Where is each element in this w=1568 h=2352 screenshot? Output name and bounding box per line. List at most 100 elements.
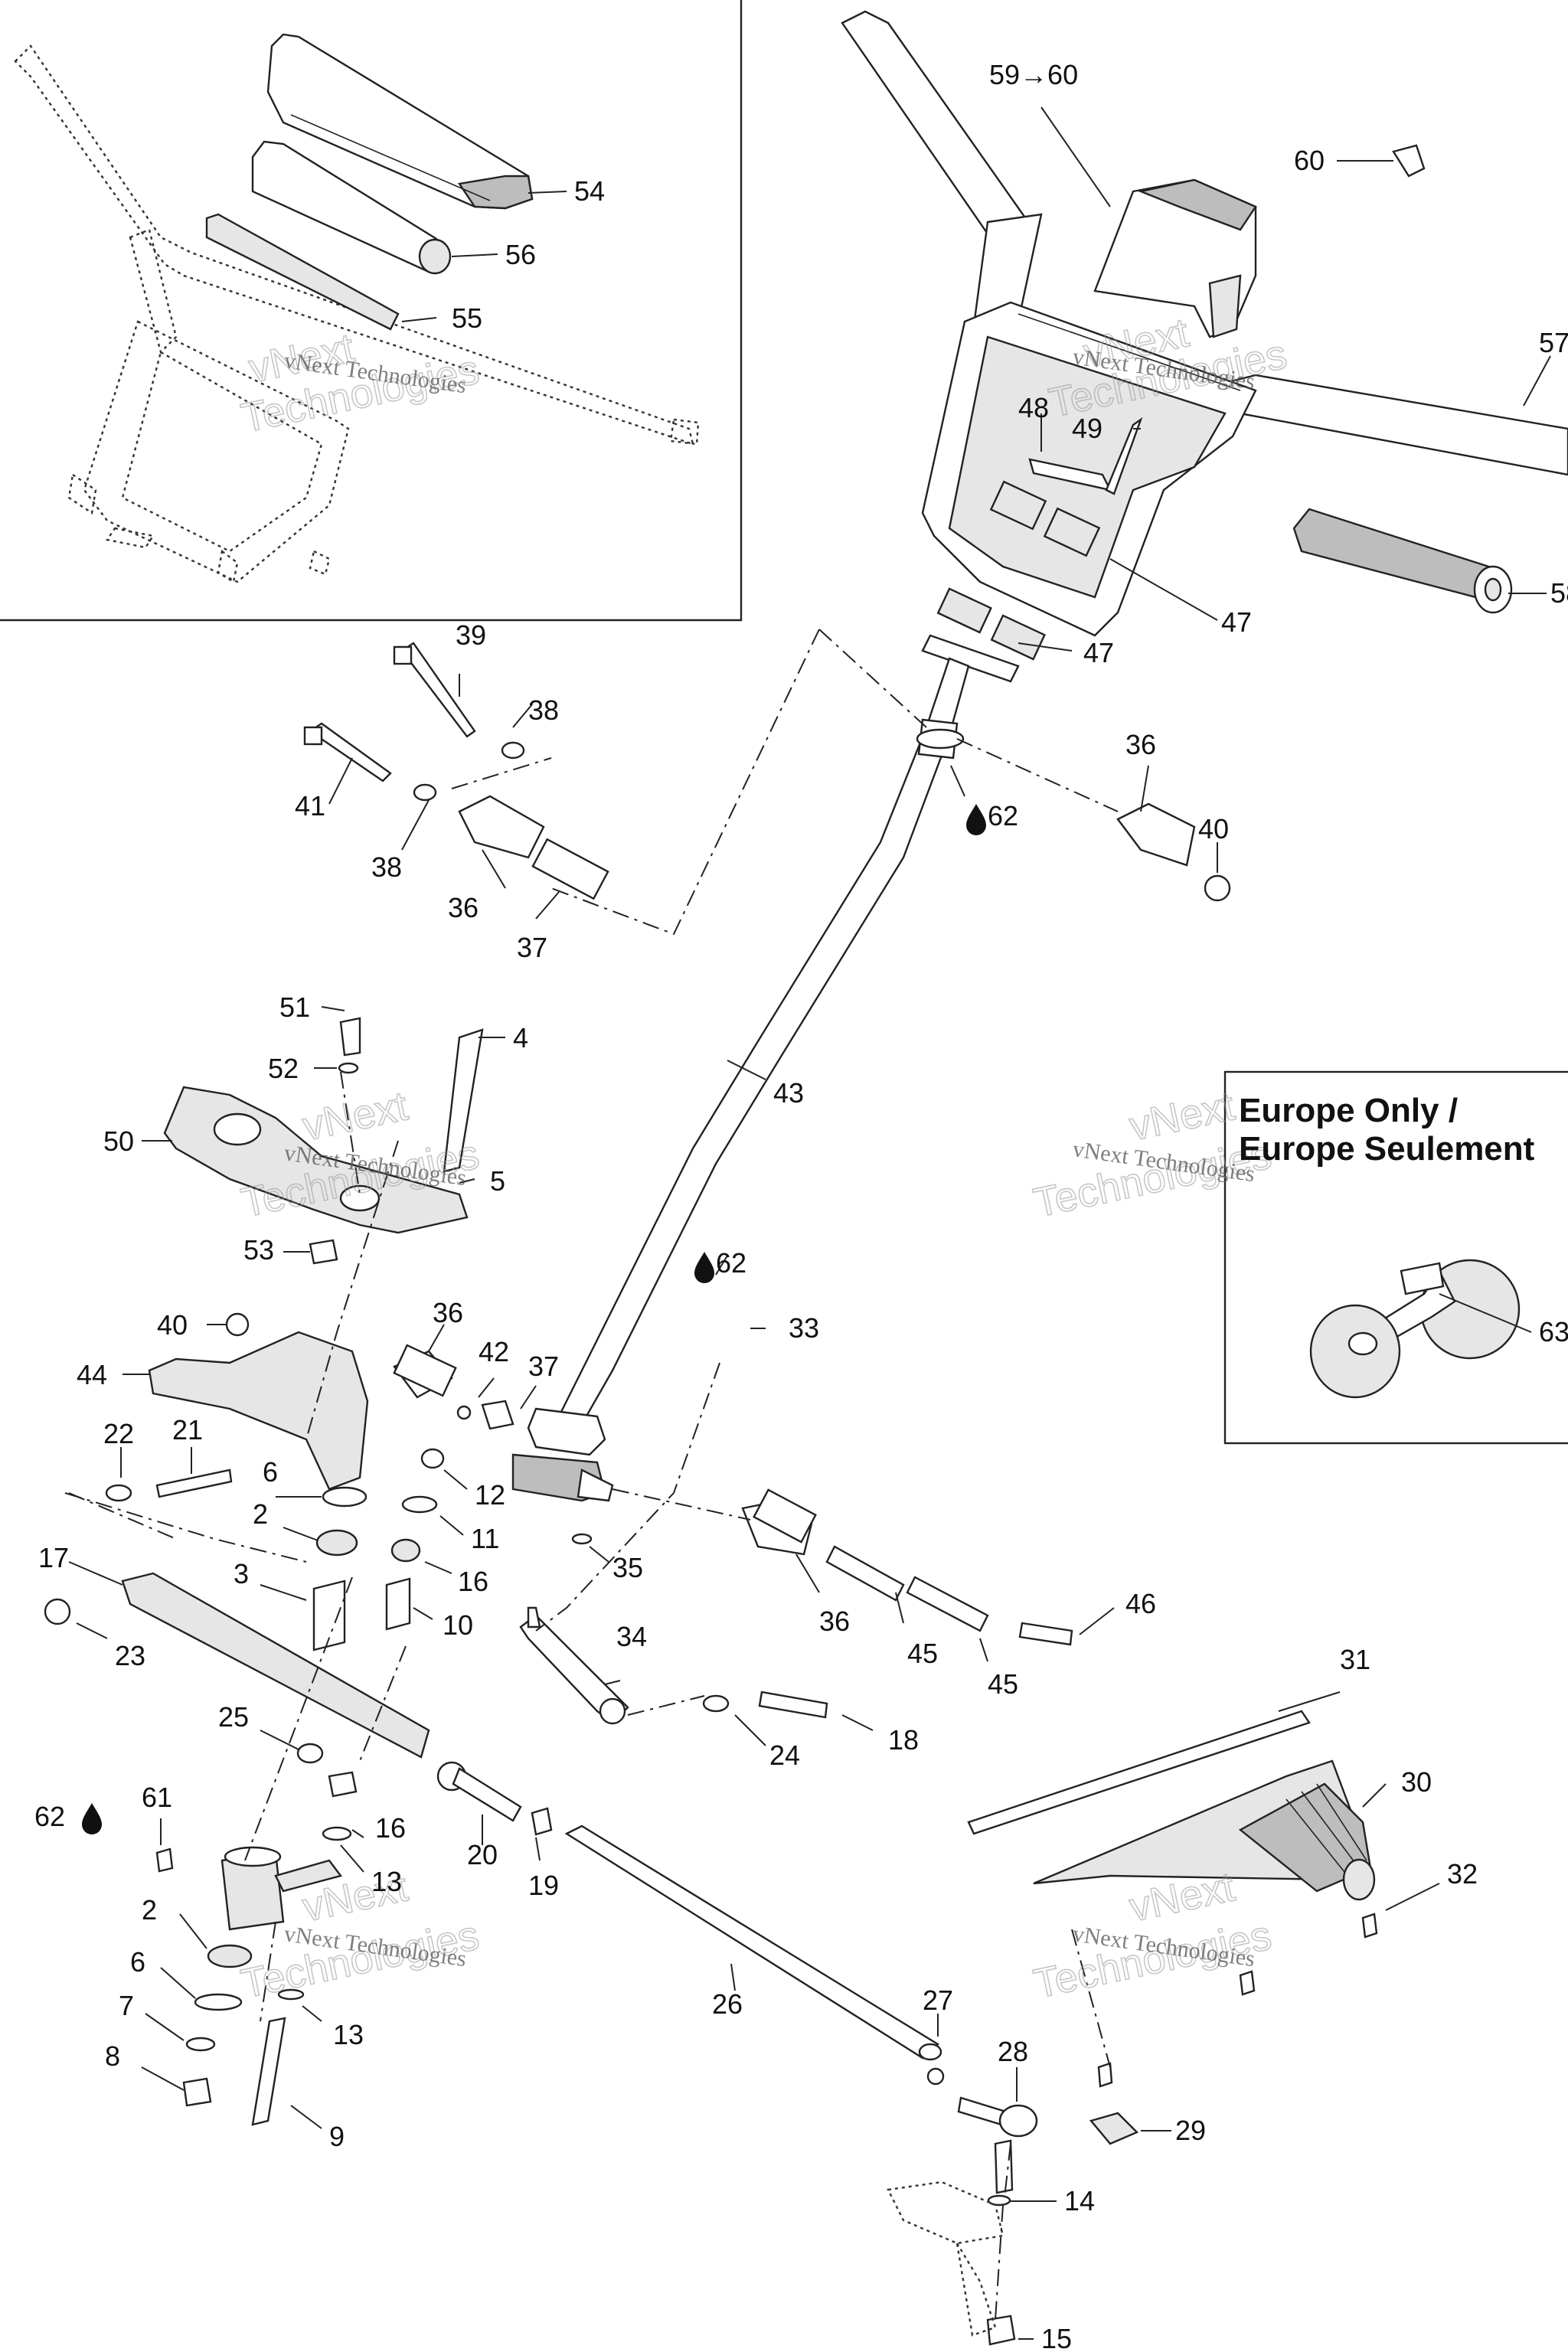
handlebar-pad-cover <box>266 33 534 210</box>
callout-57: 57 <box>1539 327 1568 358</box>
callout-62-middle: 62 <box>716 1247 746 1279</box>
europe-only-title: Europe Only / <box>1239 1092 1458 1129</box>
callout-6-lower: 6 <box>130 1946 145 1978</box>
steering-column <box>511 657 970 1502</box>
lubricant-drop-icon <box>966 804 986 835</box>
callout-9: 9 <box>329 2121 345 2152</box>
callout-32: 32 <box>1447 1858 1478 1890</box>
callout-62-lower: 62 <box>34 1801 65 1832</box>
callout-61: 61 <box>142 1782 172 1813</box>
callout-21: 21 <box>172 1414 203 1446</box>
callout-45-left: 45 <box>907 1638 938 1669</box>
phantom-handlebar <box>14 44 700 583</box>
callout-15: 15 <box>1041 2323 1072 2352</box>
svg-text:vNext: vNext <box>1125 1083 1239 1149</box>
handlebar-pad-strip <box>205 213 400 331</box>
hand-grip <box>1292 508 1513 614</box>
callout-42: 42 <box>479 1336 509 1367</box>
callout-56: 56 <box>505 239 536 270</box>
callout-16-upper: 16 <box>458 1566 488 1597</box>
tie-rod <box>436 1690 1139 2346</box>
callout-7: 7 <box>119 1990 134 2021</box>
inset-frame <box>0 0 743 622</box>
callout-33: 33 <box>789 1312 819 1344</box>
callout-37-upper: 37 <box>517 932 547 963</box>
callout-20: 20 <box>467 1839 498 1870</box>
callout-34: 34 <box>616 1621 647 1652</box>
callout-16-lower: 16 <box>375 1812 406 1844</box>
callout-3: 3 <box>234 1558 249 1589</box>
lubricant-drop-icon <box>82 1803 102 1834</box>
callout-45-right: 45 <box>988 1668 1018 1700</box>
upper-left-fasteners <box>303 642 1231 902</box>
callout-26: 26 <box>712 1988 743 2020</box>
callout-53: 53 <box>243 1234 274 1266</box>
callout-43: 43 <box>773 1077 804 1109</box>
callout-24: 24 <box>769 1740 800 1771</box>
callout-44: 44 <box>77 1359 107 1390</box>
callout-60: 60 <box>1294 145 1325 176</box>
lower-linkage <box>519 1488 1073 1725</box>
callout-46: 46 <box>1125 1588 1156 1619</box>
horn <box>1309 1259 1521 1399</box>
callout-27: 27 <box>923 1984 953 2016</box>
callout-30: 30 <box>1401 1766 1432 1798</box>
callout-5: 5 <box>490 1165 505 1197</box>
callout-2-lower: 2 <box>142 1894 157 1926</box>
callout-18: 18 <box>888 1724 919 1756</box>
callout-36-upper-left: 36 <box>448 892 479 923</box>
callout-25: 25 <box>218 1701 249 1733</box>
callout-50: 50 <box>103 1125 134 1157</box>
callout-38-lower: 38 <box>371 851 402 883</box>
callout-51: 51 <box>279 991 310 1023</box>
callout-28: 28 <box>998 2036 1028 2067</box>
callout-13-lower: 13 <box>333 2019 364 2050</box>
callout-31: 31 <box>1340 1644 1370 1675</box>
steering-support-bracket-50 <box>163 1017 484 1265</box>
callout-2-upper: 2 <box>253 1498 268 1530</box>
callout-35: 35 <box>612 1552 643 1583</box>
assembly-lines <box>64 629 1119 2321</box>
callout-36-middle: 36 <box>433 1297 463 1328</box>
pitman-arm <box>44 1572 430 1764</box>
callout-29: 29 <box>1175 2115 1206 2146</box>
phantom-spindle <box>887 2180 1004 2337</box>
lubricant-drop-icon <box>694 1252 714 1283</box>
callout-48: 48 <box>1018 392 1049 423</box>
callout-55: 55 <box>452 302 482 334</box>
callout-59-60: 59→60 <box>989 59 1078 90</box>
callout-38-upper: 38 <box>528 694 559 726</box>
callout-49: 49 <box>1072 413 1102 444</box>
callout-22: 22 <box>103 1418 134 1449</box>
callout-47-upper: 47 <box>1221 606 1252 638</box>
steering-boot-panel <box>967 1710 1378 2088</box>
callout-62-upper: 62 <box>988 800 1018 831</box>
callout-41: 41 <box>295 790 325 822</box>
callout-54: 54 <box>574 175 605 207</box>
callout-6-upper: 6 <box>263 1456 278 1488</box>
callout-14: 14 <box>1064 2185 1095 2216</box>
callout-8: 8 <box>105 2040 120 2072</box>
callout-39: 39 <box>456 619 486 651</box>
callout-36-upper-right: 36 <box>1125 729 1156 760</box>
callout-23: 23 <box>115 1640 145 1671</box>
europe-only-inset <box>1223 1070 1568 1445</box>
europe-only-subtitle: Europe Seulement <box>1239 1130 1535 1168</box>
callout-13-upper: 13 <box>371 1866 402 1897</box>
callout-47-lower: 47 <box>1083 637 1114 668</box>
callout-11: 11 <box>471 1523 499 1554</box>
callout-63: 63 <box>1539 1316 1568 1348</box>
svg-text:vNext: vNext <box>299 1083 412 1149</box>
callout-labels: 54 56 55 59→60 60 57 58 48 49 47 47 39 3… <box>34 59 1568 2352</box>
handlebar-assembly <box>841 10 1568 683</box>
leader-lines <box>68 106 1551 2340</box>
callout-37-lower: 37 <box>528 1351 559 1382</box>
steering-bracket-44 <box>105 1312 514 1651</box>
callout-12: 12 <box>475 1479 505 1511</box>
handlebar-foam <box>251 140 452 275</box>
callout-10: 10 <box>443 1609 473 1641</box>
lower-steering-arm <box>155 1771 358 2126</box>
callout-17: 17 <box>38 1542 69 1573</box>
callout-4: 4 <box>513 1022 528 1054</box>
